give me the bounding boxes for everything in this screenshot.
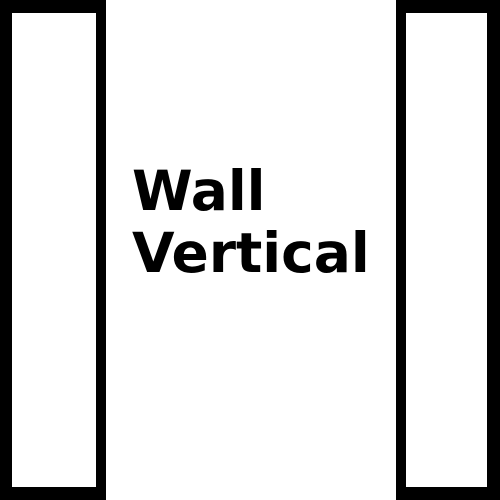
tile-label-line-2: Vertical bbox=[132, 221, 370, 285]
right-wall bbox=[396, 0, 500, 500]
tile-label: Wall Vertical bbox=[132, 160, 370, 284]
tile-label-line-1: Wall bbox=[132, 159, 266, 223]
left-wall bbox=[0, 0, 106, 500]
